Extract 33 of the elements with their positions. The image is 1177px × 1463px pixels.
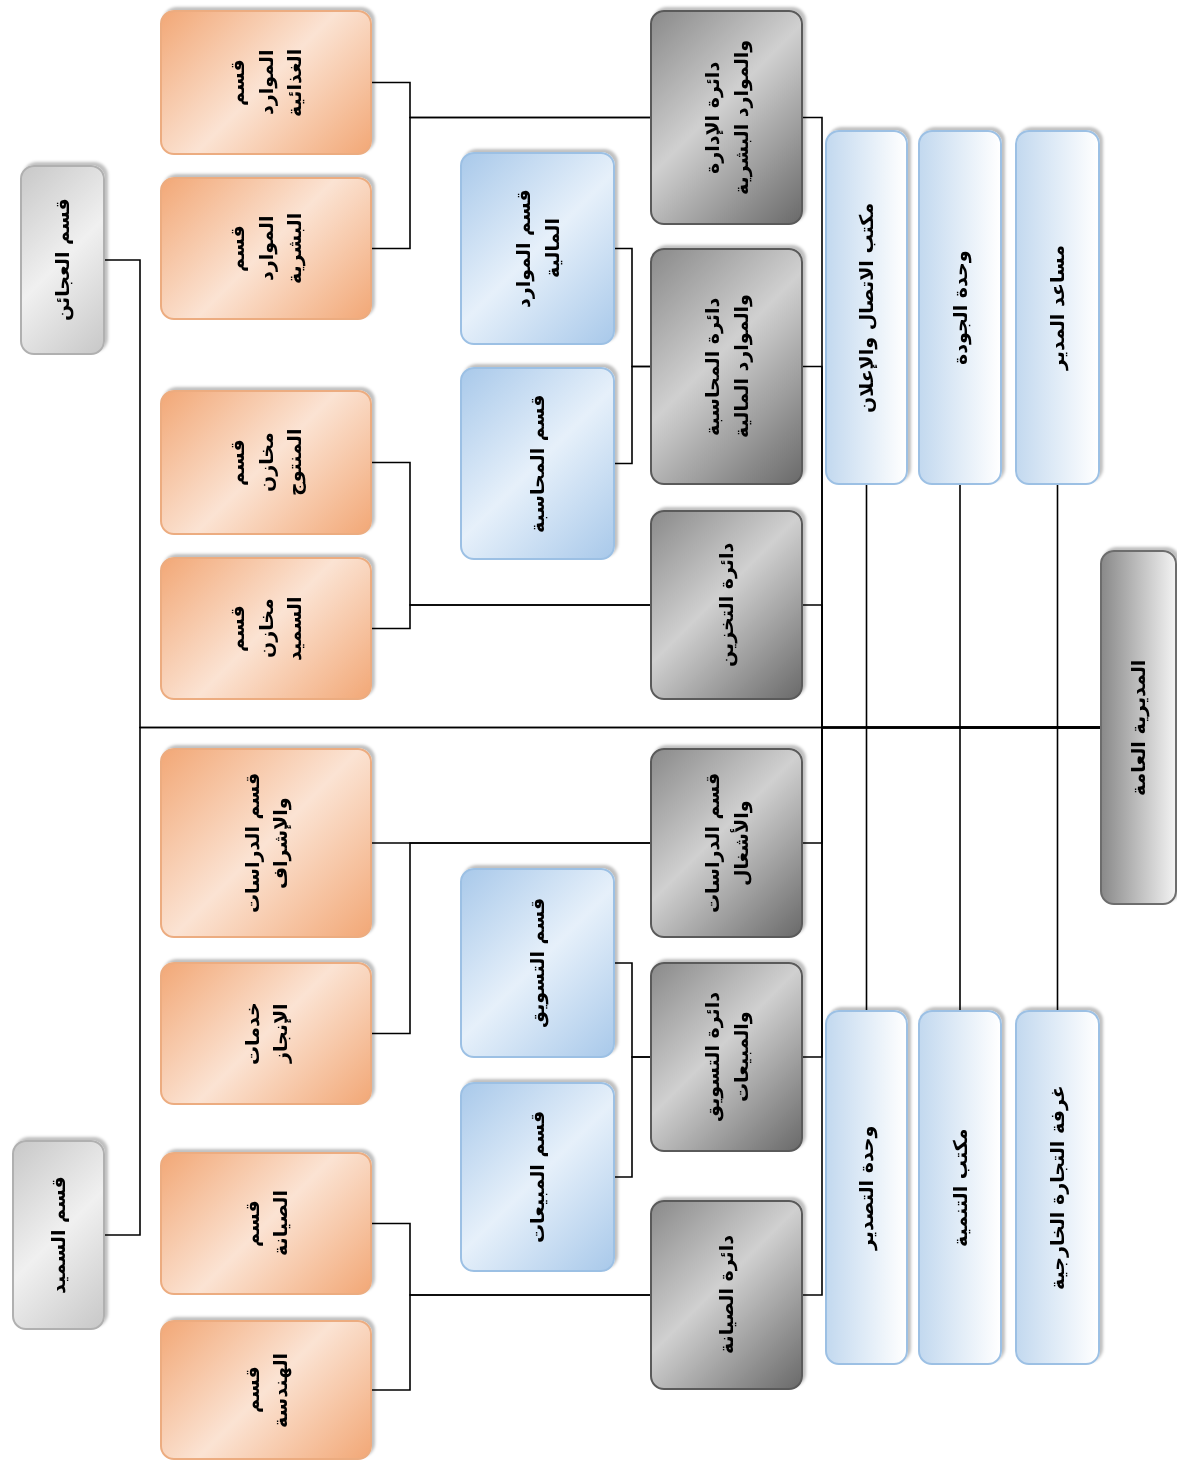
section-box: قسم المحاسبة xyxy=(460,367,615,560)
department-box: قسم الدراسات والأشغال xyxy=(650,748,803,938)
department-box: دائرة المحاسبة والموارد المالية xyxy=(650,248,803,485)
staff-box: غرفة التجارة الخارجية xyxy=(1015,1010,1100,1365)
section-box: قسم التسويق xyxy=(460,868,615,1058)
connector-line xyxy=(614,365,651,465)
connector-line xyxy=(371,842,651,1035)
section-box: قسم الموارد المالية xyxy=(460,152,615,345)
unit-box: قسم الموارد البشرية xyxy=(160,177,372,320)
division-box: قسم العجائن xyxy=(20,165,105,355)
department-box: دائرة الإدارة والموارد البشرية xyxy=(650,10,803,225)
department-box: دائرة التسويق والمبيعات xyxy=(650,962,803,1152)
department-box: دائرة الصيانة xyxy=(650,1200,803,1390)
unit-box: قسم مخازن المنتوج xyxy=(160,390,372,535)
unit-box: قسم الدراسات والإشراف xyxy=(160,748,372,938)
staff-box: مكتب الاتصال والإعلان xyxy=(825,130,908,485)
connector-line xyxy=(614,1056,651,1178)
unit-box: قسم الموارد الغذائية xyxy=(160,10,372,155)
unit-box: قسم الصيانة xyxy=(160,1152,372,1295)
unit-box: قسم مخازن السميد xyxy=(160,557,372,700)
unit-box: قسم الهندسة xyxy=(160,1320,372,1460)
unit-box: خدمات الإنجاز xyxy=(160,962,372,1105)
staff-box: وحدة التصدير xyxy=(825,1010,908,1365)
division-box: قسم السميد xyxy=(12,1140,105,1330)
director-box: المديرية العامة xyxy=(1100,550,1177,905)
department-box: دائرة التخزين xyxy=(650,510,803,700)
connector-line xyxy=(371,116,651,250)
staff-box: وحدة الجودة xyxy=(918,130,1002,485)
staff-box: مساعد المدير xyxy=(1015,130,1100,485)
section-box: قسم المبيعات xyxy=(460,1082,615,1272)
connector-line xyxy=(371,604,651,630)
staff-box: مكتب التنمية xyxy=(918,1010,1002,1365)
connector-line xyxy=(371,1294,651,1391)
